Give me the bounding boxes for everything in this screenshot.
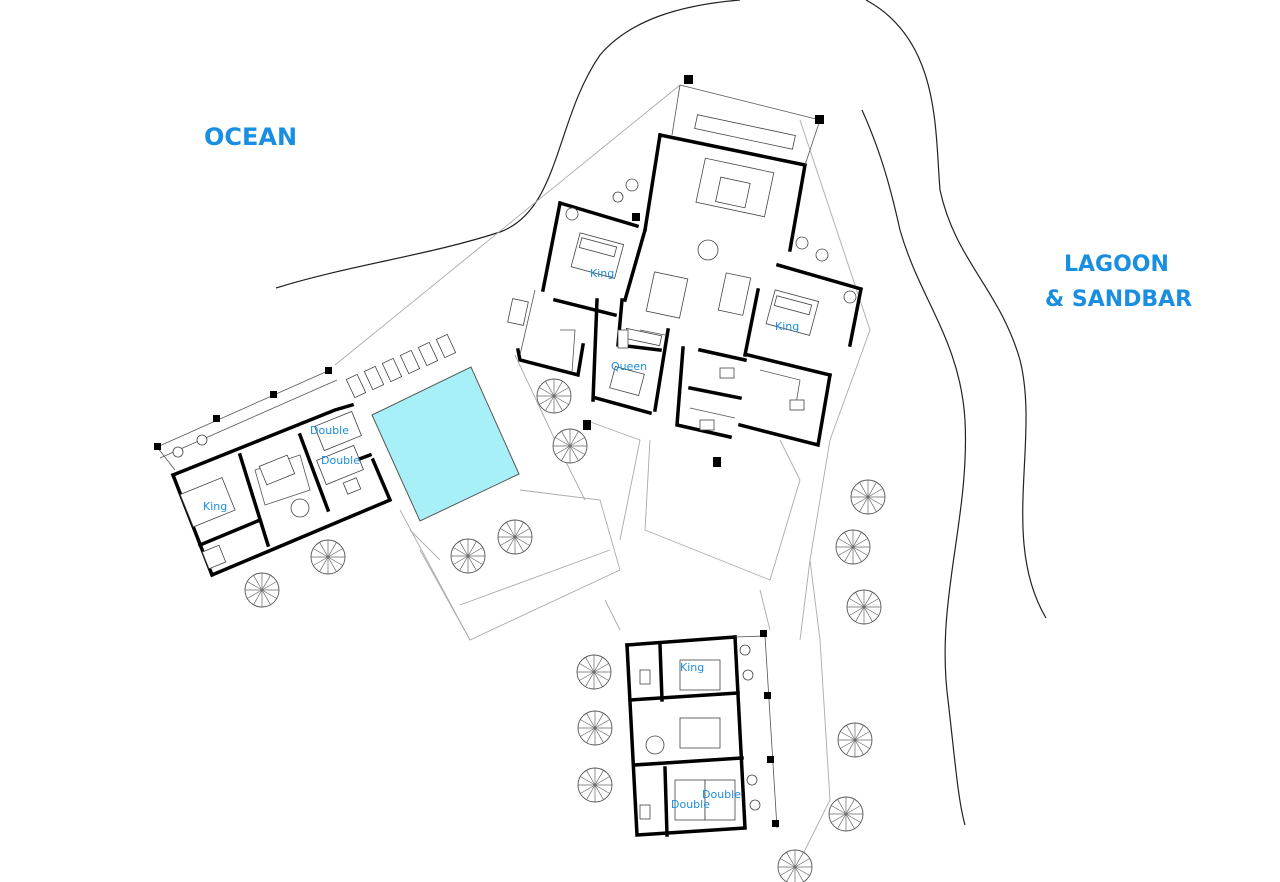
palm-tree: [576, 654, 612, 690]
south-villa: [625, 630, 779, 837]
palm-tree: [244, 572, 280, 608]
palm-tree: [310, 539, 346, 575]
room-label-west-king: King: [203, 500, 227, 513]
lagoon-shoreline: [865, 0, 1047, 619]
palm-tree: [497, 519, 533, 555]
ocean-shoreline: [275, 0, 741, 289]
room-label-west-double-2: Double: [321, 454, 360, 467]
palm-tree: [577, 710, 613, 746]
south-villa-furniture: [639, 644, 761, 821]
west-villa-furniture: [172, 410, 364, 570]
palm-tree: [828, 796, 864, 832]
palm-tree: [552, 428, 588, 464]
palm-tree: [850, 479, 886, 515]
palm-tree: [837, 722, 873, 758]
palm-tree: [450, 538, 486, 574]
room-label-main-east-king: King: [775, 320, 799, 333]
lagoon-inner-shoreline: [861, 109, 967, 826]
room-label-main-queen: Queen: [611, 360, 647, 373]
sandbar-label: & SANDBAR: [1045, 287, 1192, 312]
palm-trees: [244, 378, 886, 882]
room-label-south-king: King: [680, 661, 704, 674]
main-house-furniture: [507, 114, 857, 431]
palm-tree: [777, 849, 813, 882]
pool-area: [345, 333, 520, 522]
palm-tree: [835, 529, 871, 565]
room-label-south-double-1: Double: [702, 788, 741, 801]
palm-tree: [536, 378, 572, 414]
main-house: [507, 75, 864, 467]
room-label-west-double-1: Double: [310, 424, 349, 437]
sun-loungers: [345, 333, 457, 399]
ocean-label: OCEAN: [204, 123, 297, 151]
palm-tree: [846, 589, 882, 625]
lagoon-label: LAGOON: [1064, 252, 1169, 277]
site-paths: [334, 84, 871, 861]
swimming-pool: [371, 366, 520, 522]
palm-tree: [577, 767, 613, 803]
room-label-main-west-king: King: [590, 267, 614, 280]
west-villa: [154, 367, 393, 578]
room-label-south-double-2: Double: [671, 798, 710, 811]
